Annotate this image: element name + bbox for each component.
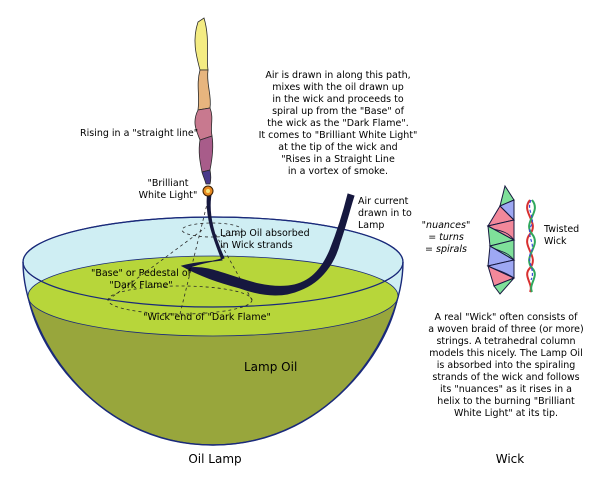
air-path-label: Air is drawn in along this path, mixes w… xyxy=(258,70,418,177)
cone-dash-center xyxy=(179,199,209,315)
wick-icon xyxy=(486,184,516,295)
twisted-wick-icon xyxy=(526,199,536,293)
oil-lamp-caption: Oil Lamp xyxy=(188,452,242,466)
wick-caption: Wick xyxy=(495,452,525,466)
bowl-rim xyxy=(22,216,404,308)
wick-end-label: "Wick"end of "Dark Flame" xyxy=(143,312,271,323)
wick-description: A real "Wick" often consists of a woven … xyxy=(428,312,584,419)
base-pedestal-label: "Base" or Pedestal of "Dark Flame" xyxy=(90,268,192,291)
rising-label: Rising in a "straight line" xyxy=(80,128,199,139)
twisted-wick-label: Twisted Wick xyxy=(544,224,580,247)
flame-icon xyxy=(194,17,214,185)
cone-dash-left xyxy=(107,227,206,301)
nuances-label: "nuances" = turns = spirals xyxy=(421,220,471,255)
lamp-oil-label: Lamp Oil xyxy=(244,360,298,374)
brilliant-light-core xyxy=(206,189,210,193)
lamp-oil-absorbed-label: Lamp Oil absorbed in Wick strands xyxy=(220,228,310,251)
brilliant-light-label: "Brilliant White Light" xyxy=(138,178,198,201)
bowl-outline xyxy=(22,261,404,446)
wick-strands-ellipse xyxy=(181,222,243,238)
dark-flame-wick xyxy=(180,189,355,296)
air-current-label: Air current drawn in to Lamp xyxy=(358,196,412,231)
